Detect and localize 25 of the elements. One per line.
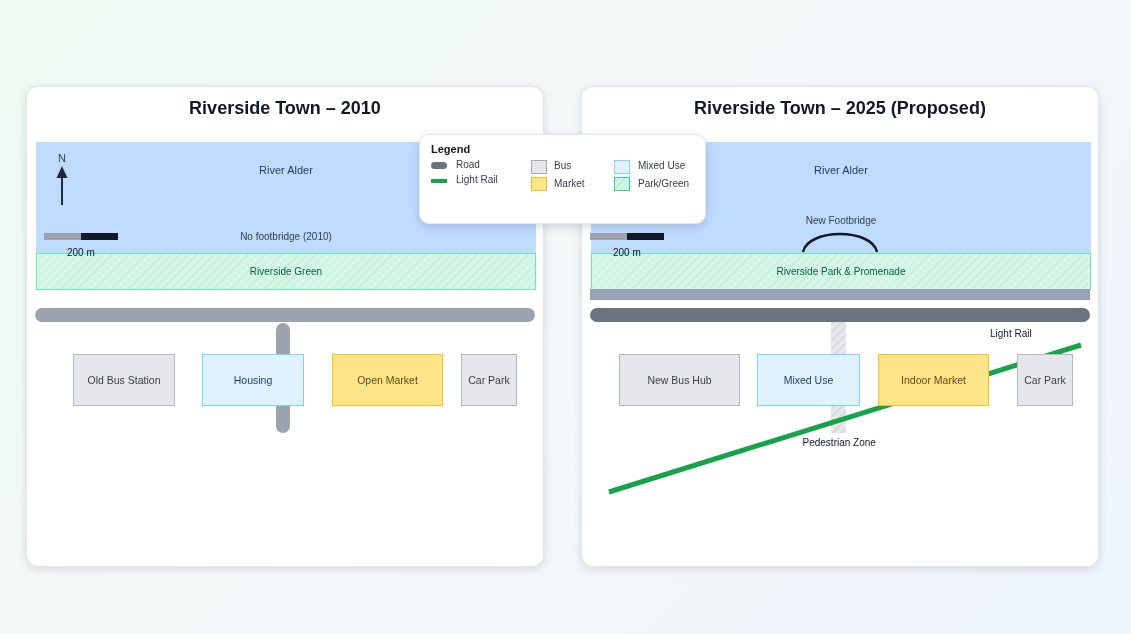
legend-text: Road xyxy=(456,159,480,171)
panel-title: Riverside Town – 2010 xyxy=(189,97,381,119)
river-label: River Alder xyxy=(259,164,313,177)
river-note: New Footbridge xyxy=(805,214,877,227)
north-label: N xyxy=(58,151,66,165)
market-block: Indoor Market xyxy=(878,354,989,406)
river-label: River Alder xyxy=(814,164,868,177)
mixed-use-block: Housing xyxy=(202,354,304,406)
legend-text: Park/Green xyxy=(638,178,690,190)
legend-text: Bus xyxy=(554,160,572,172)
bus-block: New Bus Hub xyxy=(619,354,740,406)
panel-title: Riverside Town – 2025 (Proposed) xyxy=(694,97,986,119)
bus-block: Old Bus Station xyxy=(73,354,175,406)
legend-text: Mixed Use xyxy=(638,160,686,172)
zone-label: Pedestrian Zone xyxy=(802,437,876,449)
mixed-use-block: Mixed Use xyxy=(757,354,860,406)
legend-text: Light Rail xyxy=(456,174,498,186)
legend-text: Market xyxy=(554,178,585,190)
river-note: No footbridge (2010) xyxy=(240,230,332,243)
map-panel xyxy=(26,86,544,567)
rail-label: Light Rail xyxy=(990,328,1032,340)
bus-block: Car Park xyxy=(1017,354,1073,406)
bus-block: Car Park xyxy=(461,354,517,406)
market-block: Open Market xyxy=(332,354,443,406)
legend-title: Legend xyxy=(431,142,471,156)
